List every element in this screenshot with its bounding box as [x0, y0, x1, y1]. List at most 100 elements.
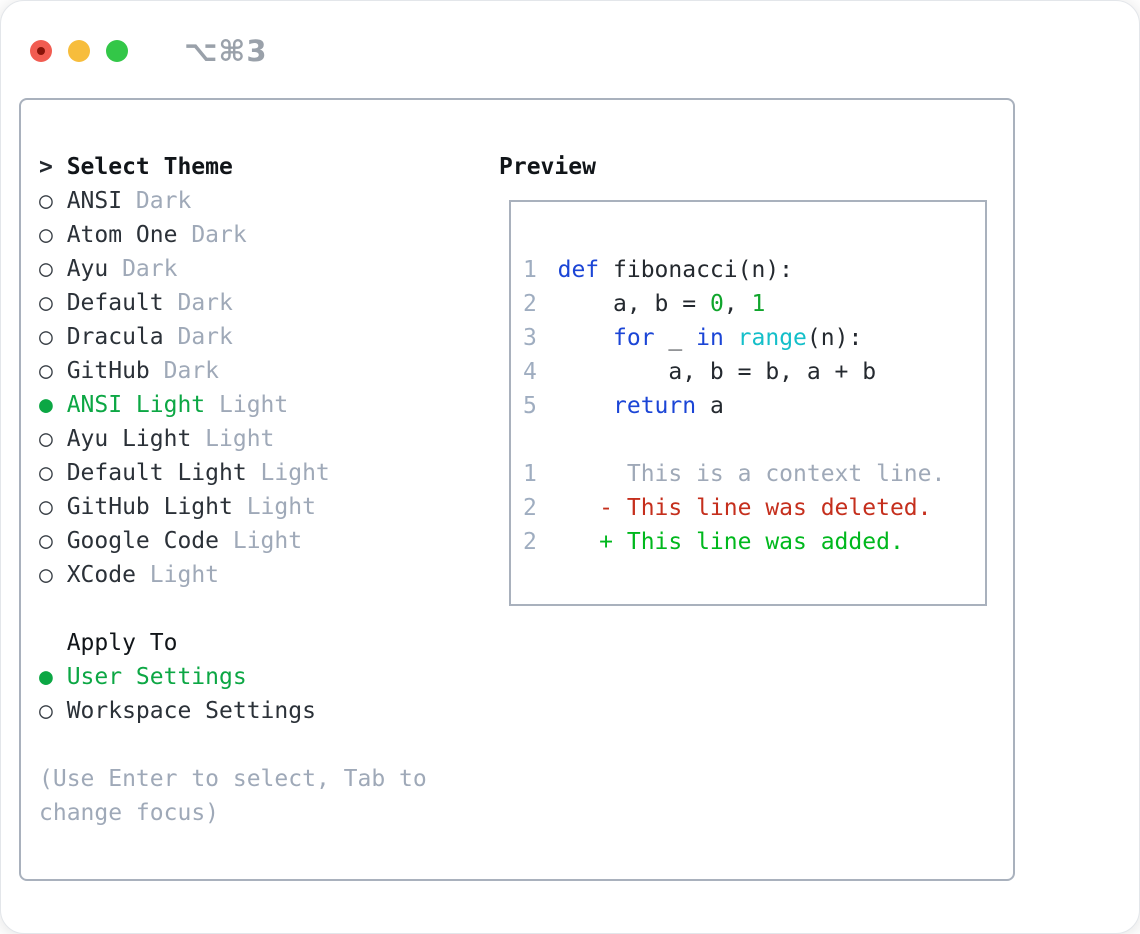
theme-option-label: ANSI	[66, 188, 123, 214]
apply-to-heading: Apply To	[66, 630, 178, 656]
close-button[interactable]	[30, 40, 52, 62]
code-line: 3 for _ in range(n):	[523, 321, 973, 355]
theme-variant-badge: Dark	[163, 358, 220, 384]
close-button-dot	[37, 47, 45, 55]
code-segment: a, b =	[557, 291, 710, 317]
line-number: 3	[523, 325, 537, 351]
theme-option-label: Default Light	[66, 460, 247, 486]
line-number: 2	[523, 495, 537, 521]
code-segment	[558, 325, 613, 351]
radio-icon: ○	[39, 698, 53, 724]
radio-icon: ○	[39, 460, 53, 486]
spacer	[39, 728, 499, 762]
blank-line	[523, 423, 973, 457]
radio-icon: ○	[39, 290, 53, 316]
theme-option-ayu-dark[interactable]: ○ Ayu Dark	[39, 252, 499, 286]
code-segment: 1	[751, 291, 766, 317]
prompt-icon: >	[39, 154, 53, 180]
theme-option-label: Google Code	[66, 528, 220, 554]
radio-icon: ○	[39, 562, 53, 588]
radio-icon: ○	[39, 494, 53, 520]
theme-option-label: XCode	[66, 562, 136, 588]
code-segment: a, b = b, a + b	[557, 359, 877, 385]
theme-option-label: Ayu Light	[66, 426, 192, 452]
theme-option-label: Default	[66, 290, 164, 316]
code-segment: return	[613, 393, 697, 419]
preview-heading: Preview	[499, 154, 596, 180]
theme-option-label: Atom One	[66, 222, 178, 248]
apply-option-label: Workspace Settings	[66, 698, 316, 724]
minimize-button[interactable]	[68, 40, 90, 62]
radio-icon: ○	[39, 222, 53, 248]
code-segment: _	[654, 325, 697, 351]
theme-variant-badge: Light	[232, 528, 303, 554]
spacer	[39, 592, 499, 626]
diff-line-context: 1 This is a context line.	[523, 457, 973, 491]
code-segment: ,	[723, 291, 752, 317]
apply-option-workspace-settings[interactable]: ○ Workspace Settings	[39, 694, 499, 728]
line-number: 1	[523, 461, 537, 487]
theme-option-label: Dracula	[66, 324, 164, 350]
theme-variant-badge: Dark	[191, 222, 247, 248]
theme-option-google-code[interactable]: ○ Google Code Light	[39, 524, 499, 558]
code-segment: fibonacci(n):	[599, 257, 794, 283]
line-number: 4	[523, 359, 537, 385]
theme-option-ansi-dark[interactable]: ○ ANSI Dark	[39, 184, 499, 218]
theme-variant-badge: Light	[260, 460, 330, 486]
radio-icon: ○	[39, 358, 53, 384]
code-line: 5 return a	[523, 389, 973, 423]
line-number: 5	[523, 393, 537, 419]
radio-icon: ○	[39, 256, 53, 282]
diff-line-deleted: 2 - This line was deleted.	[523, 491, 973, 525]
code-segment: 0	[709, 291, 724, 317]
apply-option-user-settings[interactable]: ● User Settings	[39, 660, 499, 694]
theme-variant-badge: Dark	[122, 256, 178, 282]
diff-text: This is a context line.	[557, 461, 946, 487]
code-line: 1 def fibonacci(n):	[523, 253, 973, 287]
theme-option-label: GitHub Light	[66, 494, 233, 520]
radio-icon-selected: ●	[39, 664, 53, 690]
code-segment: def	[557, 257, 600, 283]
radio-icon-selected: ●	[39, 392, 53, 418]
code-line: 4 a, b = b, a + b	[523, 355, 973, 389]
theme-variant-badge: Dark	[135, 188, 192, 214]
code-segment: range	[737, 325, 807, 351]
diff-text: + This line was added.	[557, 529, 904, 555]
theme-option-default-dark[interactable]: ○ Default Dark	[39, 286, 499, 320]
theme-list-heading-row: > Select Theme	[39, 150, 499, 184]
radio-icon: ○	[39, 528, 53, 554]
theme-option-atom-one-dark[interactable]: ○ Atom One Dark	[39, 218, 499, 252]
maximize-button[interactable]	[106, 40, 128, 62]
code-segment	[558, 393, 613, 419]
theme-option-ansi-light[interactable]: ● ANSI Light Light	[39, 388, 499, 422]
code-segment: in	[696, 325, 724, 351]
theme-list-heading: Select Theme	[66, 154, 233, 180]
theme-variant-badge: Dark	[177, 290, 233, 316]
code-segment	[724, 325, 738, 351]
radio-icon: ○	[39, 324, 53, 350]
line-number: 2	[523, 529, 537, 555]
theme-variant-badge: Light	[219, 392, 289, 418]
code-segment: (n):	[806, 325, 863, 351]
preview-section: Preview 1 def fibonacci(n): 2 a, b = 0, 1…	[499, 150, 995, 829]
titlebar: ⌥⌘3	[1, 1, 1139, 75]
theme-option-default-light[interactable]: ○ Default Light Light	[39, 456, 499, 490]
radio-icon: ○	[39, 188, 53, 214]
line-number: 1	[523, 257, 537, 283]
apply-option-label: User Settings	[66, 664, 247, 690]
theme-variant-badge: Light	[149, 562, 220, 588]
code-segment: a	[696, 393, 724, 419]
theme-option-label: Ayu	[66, 256, 109, 282]
preview-box: 1 def fibonacci(n): 2 a, b = 0, 1 3 for _…	[509, 200, 987, 606]
theme-option-label: ANSI Light	[66, 392, 206, 418]
help-text-line-1: (Use Enter to select, Tab to	[39, 766, 427, 792]
theme-variant-badge: Light	[205, 426, 275, 452]
help-text-line-2: change focus)	[39, 800, 220, 826]
theme-option-xcode[interactable]: ○ XCode Light	[39, 558, 499, 592]
